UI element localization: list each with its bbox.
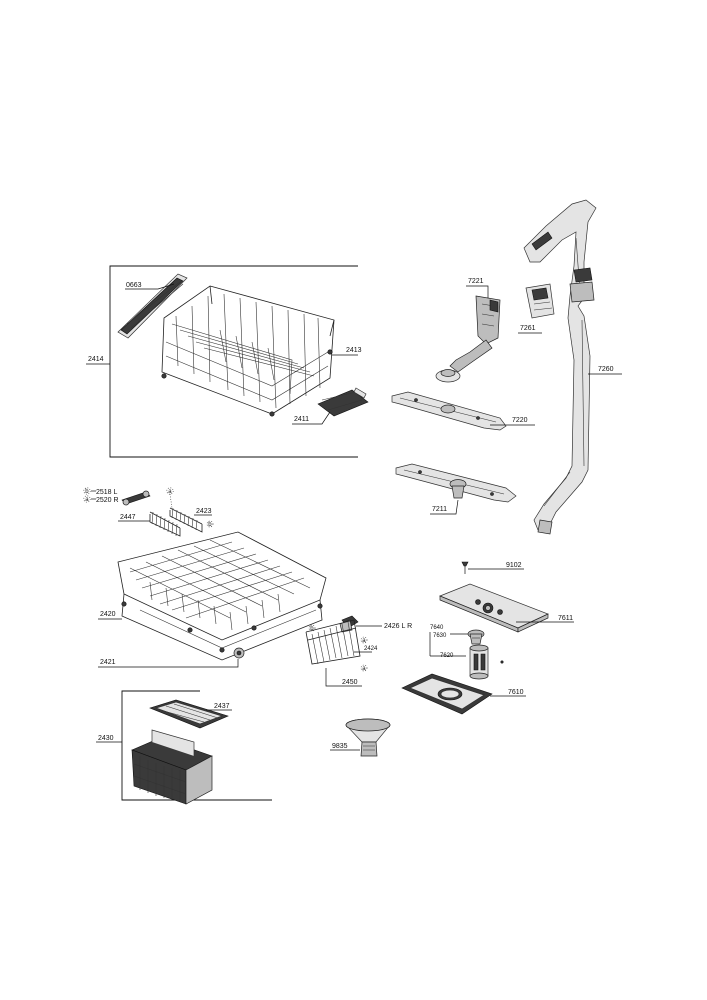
part-label-7640: 7640 [430,625,444,631]
callout-b-rack: b [208,522,212,528]
cutlery-basket-frame [121,690,272,801]
part-label-2450: 2450 [342,679,358,686]
callout-b-2450: b [310,626,314,632]
screw-9102: 9102 [461,561,524,574]
lower-wire-basket-2420 [117,531,327,661]
cutlery-basket-2430: 2430 [96,729,213,805]
part-label-0663: 0663 [126,282,142,289]
part-label-7630: 7630 [433,633,447,639]
part-label-2520: 2520 R [96,497,119,504]
part-label-7260: 7260 [598,366,614,373]
part-label-2411: 2411 [294,416,309,423]
part-label-2424: 2424 [364,646,378,652]
gasket-7610: 7610 [401,673,526,715]
part-label-7611: 7611 [558,615,573,622]
part-label-7211: 7211 [432,506,447,513]
part-label-2421: 2421 [100,659,116,666]
callout-b-wheel-1: b [85,489,89,495]
upper-basket-frame [109,265,358,458]
cutlery-basket-group: 2437 2430 [96,690,272,805]
upper-basket-group: 0663 2414 2413 2411 [86,265,369,458]
wheel-parts-2518-2520: b a 2518 L 2520 R [83,487,151,506]
holder-7261 [525,283,555,319]
part-label-7221: 7221 [468,278,484,285]
part-label-2437: 2437 [214,703,230,710]
callout-a-2450-top: a [362,638,366,644]
part-label-7261: 7261 [520,325,536,332]
part-label-2518: 2518 L [96,489,118,496]
funnel-9835: 9835 [330,718,391,757]
part-label-2426: 2426 L R [384,623,412,630]
clip-2411 [317,387,369,417]
cutlery-tray-0663 [117,273,188,339]
part-label-2447: 2447 [120,514,136,521]
spray-arm-7211 [395,463,517,503]
callout-a-2450-bottom: a [362,666,366,672]
spray-feed-7221 [435,295,501,383]
wheel-2421: 2421 [98,647,245,668]
part-label-2430: 2430 [98,735,114,742]
part-label-9102: 9102 [506,562,522,569]
filter-plate-7611: 7611 [439,583,574,633]
spray-system-group: 7221 7261 7260 7220 7211 [391,199,622,535]
pipe-7260 [523,199,597,535]
part-label-9835: 9835 [332,743,348,750]
cover-2437: 2437 [149,699,232,729]
part-label-7220: 7220 [512,417,528,424]
part-label-2420: 2420 [100,611,116,618]
part-label-2423: 2423 [196,508,212,515]
part-label-2413: 2413 [346,347,362,354]
spray-arm-7220 [391,391,507,431]
callout-a-rack: a [168,489,172,495]
tine-rack-2450: b a a 2424 2450 [305,619,378,687]
filter-group: 9102 7611 7640 7630 7620 [401,561,574,715]
part-label-7610: 7610 [508,689,524,696]
filter-stack-7620-7630-7640: 7640 7630 7620 [429,625,504,680]
tine-racks-2447-2423: a b 2423 2447 [118,487,214,537]
lower-basket-group: b a 2518 L 2520 R a b 2423 2447 [83,487,412,687]
callout-a-wheel-2: a [85,497,89,503]
upper-wire-basket-2413 [161,285,335,417]
part-label-2414: 2414 [88,356,104,363]
